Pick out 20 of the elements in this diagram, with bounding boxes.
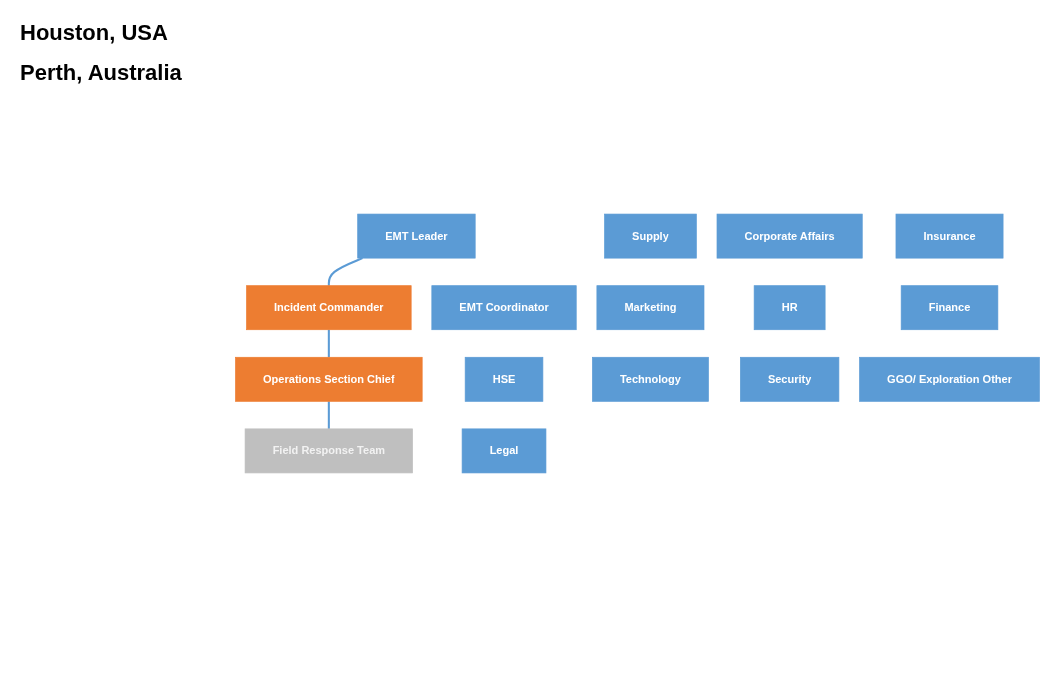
node-box: HSE xyxy=(464,356,544,402)
location-label: Houston, USA xyxy=(20,20,169,46)
node-box: Legal xyxy=(461,428,547,474)
node-box: HR xyxy=(753,285,826,331)
node-box: EMT Coordinator xyxy=(431,285,577,331)
node-box: GGO/ Exploration Other xyxy=(859,356,1040,402)
node-box: Operations Section Chief xyxy=(235,356,423,402)
node-box: Finance xyxy=(900,285,999,331)
connector xyxy=(327,401,330,429)
node-box: Marketing xyxy=(596,285,705,331)
connector xyxy=(327,329,330,358)
node-box: EMT Leader xyxy=(357,213,476,259)
connector xyxy=(327,257,363,286)
node-box: Supply xyxy=(604,213,697,259)
node-box: Security xyxy=(740,356,840,402)
location-label: Perth, Australia xyxy=(20,60,182,86)
node-box: Incident Commander xyxy=(246,285,412,331)
node-box: Corporate Affairs xyxy=(716,213,863,259)
node-box: Insurance xyxy=(895,213,1004,259)
node-box: Technology xyxy=(592,356,709,402)
